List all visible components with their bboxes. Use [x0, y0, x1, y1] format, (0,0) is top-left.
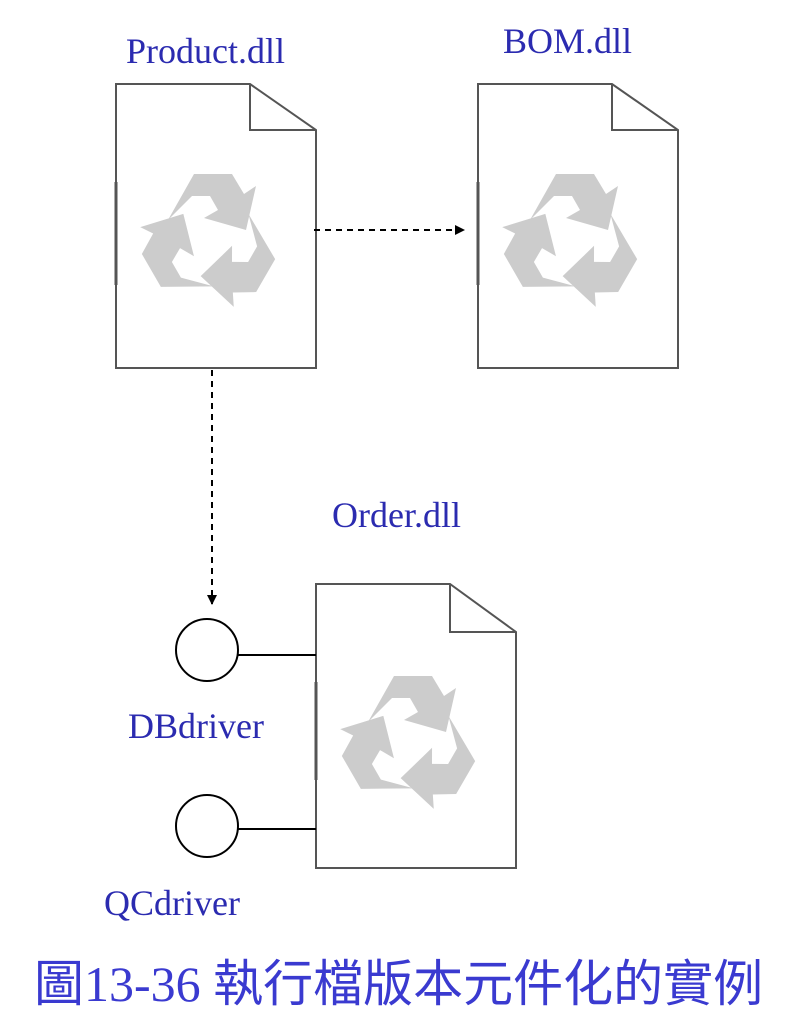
product-dll-label: Product.dll — [126, 31, 285, 71]
figure-caption: 圖13-36 執行檔版本元件化的實例 — [34, 956, 764, 1012]
qcdriver-interface — [175, 794, 316, 858]
bom-document-icon — [476, 83, 679, 369]
order-document-icon — [314, 583, 517, 869]
product-document-icon — [114, 83, 317, 369]
dbdriver-label: DBdriver — [128, 706, 264, 746]
order-dll-label: Order.dll — [332, 495, 461, 535]
qcdriver-label: QCdriver — [104, 883, 240, 923]
dbdriver-interface — [175, 618, 316, 682]
bom-dll-label: BOM.dll — [503, 21, 633, 61]
